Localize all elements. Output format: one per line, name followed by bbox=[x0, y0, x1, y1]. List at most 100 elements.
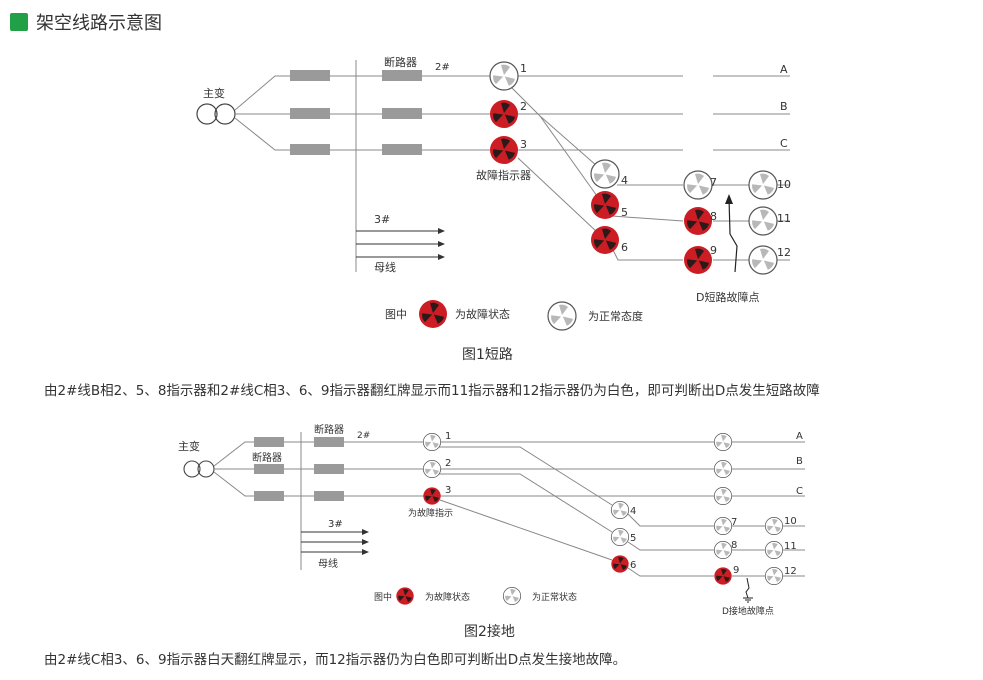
fault-indicator-icon bbox=[490, 100, 518, 128]
indicator-number: 2 bbox=[445, 458, 451, 469]
breaker-left-3 bbox=[254, 491, 284, 501]
phase-label-c: C bbox=[796, 486, 803, 497]
fault-point-label: D接地故障点 bbox=[722, 605, 774, 617]
breaker-right-2 bbox=[314, 464, 344, 474]
legend-normal-label: 为正常态度 bbox=[588, 309, 643, 323]
normal-indicator-icon bbox=[764, 540, 784, 560]
legend-fault-indicator-icon bbox=[419, 300, 447, 328]
normal-indicator-icon bbox=[748, 206, 778, 236]
normal-indicator-icon bbox=[422, 459, 442, 479]
indicator-number: 7 bbox=[731, 517, 737, 528]
breaker-right-1 bbox=[382, 70, 422, 81]
transformer-label: 主变 bbox=[178, 439, 200, 453]
page-title: 架空线路示意图 bbox=[36, 13, 162, 34]
bus-outgoing-arrows bbox=[301, 529, 369, 555]
section-marker-icon bbox=[10, 13, 28, 31]
bus-label: 母线 bbox=[318, 557, 338, 570]
legend-fault-label: 为故障状态 bbox=[455, 307, 510, 321]
legend-normal-indicator-icon bbox=[502, 586, 522, 606]
indicator-number: 9 bbox=[710, 244, 717, 257]
breaker-label-left: 断路器 bbox=[252, 451, 282, 464]
fault-indicator-icon bbox=[591, 226, 619, 254]
indicator-number: 6 bbox=[630, 560, 636, 571]
phase-label-b: B bbox=[780, 100, 788, 113]
legend-prefix: 图中 bbox=[385, 308, 407, 321]
normal-indicator-icon bbox=[713, 459, 733, 479]
indicator-number: 4 bbox=[630, 506, 636, 517]
indicator-number: 12 bbox=[777, 246, 791, 259]
indicator-number: 3 bbox=[520, 138, 527, 151]
normal-indicator-icon bbox=[713, 432, 733, 452]
normal-indicator-icon bbox=[610, 527, 630, 547]
figure-1-caption: 图1短路 bbox=[462, 347, 513, 363]
phase-label-c: C bbox=[780, 137, 788, 150]
transformer-symbol bbox=[183, 460, 215, 478]
normal-indicator-icon bbox=[489, 61, 519, 91]
normal-indicator-icon bbox=[683, 170, 713, 200]
fault-indicator-icon bbox=[714, 567, 732, 585]
legend-fault-indicator-icon bbox=[396, 587, 414, 605]
breaker-left-3 bbox=[290, 144, 330, 155]
breaker-right-2 bbox=[382, 108, 422, 119]
indicator-number: 12 bbox=[784, 566, 797, 577]
figure-2-caption: 图2接地 bbox=[464, 624, 515, 640]
breaker-left-2 bbox=[290, 108, 330, 119]
fault-indicator-icon bbox=[684, 246, 712, 274]
section-header: 架空线路示意图 bbox=[10, 10, 162, 34]
figure-2-description: 由2#线C相3、6、9指示器白天翻红牌显示，而12指示器仍为白色即可判断出D点发… bbox=[44, 652, 627, 668]
feeder-lines bbox=[234, 75, 790, 261]
bus-outgoing-arrows bbox=[356, 228, 445, 260]
indicator-number: 9 bbox=[733, 565, 739, 576]
phase-label-b: B bbox=[796, 456, 803, 467]
ground-fault-icon bbox=[743, 577, 753, 603]
fault-indicator-icon bbox=[423, 487, 441, 505]
fault-point-label: D短路故障点 bbox=[696, 290, 759, 304]
legend-fault-label: 为故障状态 bbox=[425, 591, 470, 603]
normal-indicator-icon bbox=[764, 516, 784, 536]
line-number-label: 2# bbox=[357, 431, 370, 441]
fault-indicator-icon bbox=[611, 555, 629, 573]
normal-indicator-icon bbox=[713, 486, 733, 506]
transformer-label: 主变 bbox=[203, 86, 225, 100]
transformer-symbol bbox=[196, 103, 236, 125]
phase-label-a: A bbox=[780, 63, 788, 76]
indicator-number: 1 bbox=[445, 431, 451, 442]
fault-indicator-label: 故障指示器 bbox=[476, 168, 531, 182]
indicator-number: 8 bbox=[731, 540, 737, 551]
bus-number-label: 3# bbox=[374, 213, 390, 226]
legend-prefix: 图中 bbox=[374, 591, 392, 603]
fault-indicator-icon bbox=[591, 191, 619, 219]
phase-label-a: A bbox=[796, 431, 803, 442]
indicator-number: 10 bbox=[777, 178, 791, 191]
bus-label: 母线 bbox=[374, 260, 396, 274]
indicator-number: 3 bbox=[445, 485, 451, 496]
legend-normal-indicator-icon bbox=[547, 301, 577, 331]
normal-indicator-icon bbox=[748, 245, 778, 275]
breaker-left-1 bbox=[290, 70, 330, 81]
indicator-number: 5 bbox=[621, 206, 628, 219]
bus-number-label: 3# bbox=[328, 519, 343, 530]
breaker-label: 断路器 bbox=[314, 423, 344, 436]
breaker-right-1 bbox=[314, 437, 344, 447]
indicator-number: 4 bbox=[621, 174, 628, 187]
indicator-number: 7 bbox=[710, 176, 717, 189]
normal-indicator-icon bbox=[610, 500, 630, 520]
figure-1-short-circuit: 主变 bbox=[196, 55, 791, 331]
fault-indicator-label: 为故障指示 bbox=[408, 507, 453, 519]
normal-indicator-icon bbox=[713, 540, 733, 560]
legend-normal-label: 为正常状态 bbox=[532, 591, 577, 603]
fault-arrow-icon bbox=[725, 194, 733, 204]
normal-indicator-icon bbox=[422, 432, 442, 452]
indicator-number: 1 bbox=[520, 62, 527, 75]
figure-2-ground-fault: 主变 断路器 bbox=[178, 423, 805, 617]
normal-indicator-icon bbox=[713, 516, 733, 536]
figure-1-description: 由2#线B相2、5、8指示器和2#线C相3、6、9指示器翻红牌显示而11指示器和… bbox=[44, 383, 820, 399]
normal-indicator-icon bbox=[764, 566, 784, 586]
indicator-number: 6 bbox=[621, 241, 628, 254]
indicator-number: 11 bbox=[784, 541, 797, 552]
normal-indicator-icon bbox=[748, 170, 778, 200]
breaker-right-3 bbox=[314, 491, 344, 501]
breaker-right-3 bbox=[382, 144, 422, 155]
fault-lightning-icon bbox=[728, 197, 738, 273]
